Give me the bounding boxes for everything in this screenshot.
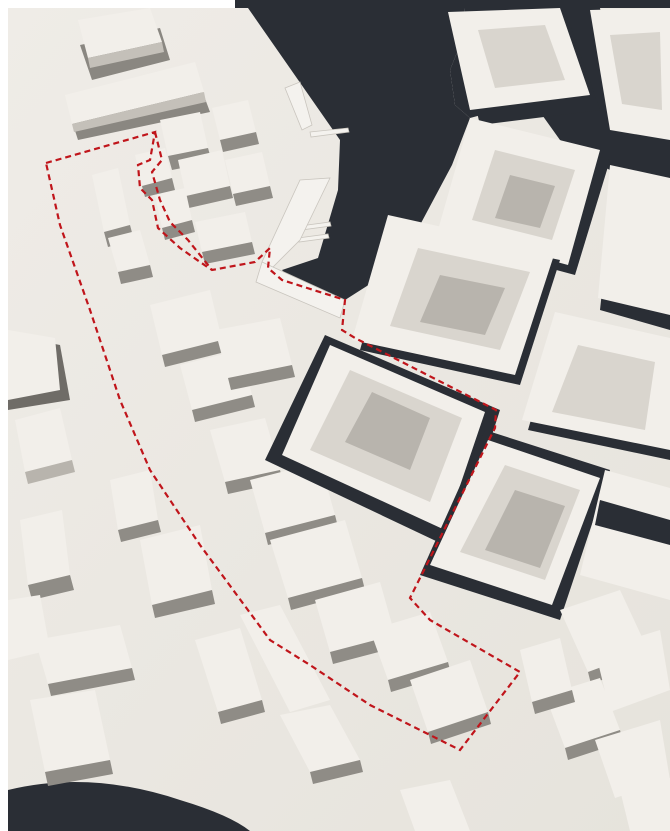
buildings-layer [8,8,670,831]
building-group-west [8,330,363,786]
quay-link [255,261,346,319]
river-bottom-left [8,782,250,831]
building-group-central [150,290,491,744]
pier-jetty-1 [309,127,350,138]
building-group-east-blocks [265,8,670,831]
pier-north [284,81,313,131]
building-group-village [92,100,273,284]
map-frame [8,0,670,831]
site-boundary [44,130,522,752]
building-roof [65,62,204,124]
site-boundary-inner-village [150,131,213,271]
piers-layer [255,81,350,319]
building-roof [78,8,162,58]
building-wall [72,92,206,132]
building-group-northwest [65,8,210,140]
site-boundary-outline [44,130,522,752]
building-wall [88,42,164,68]
